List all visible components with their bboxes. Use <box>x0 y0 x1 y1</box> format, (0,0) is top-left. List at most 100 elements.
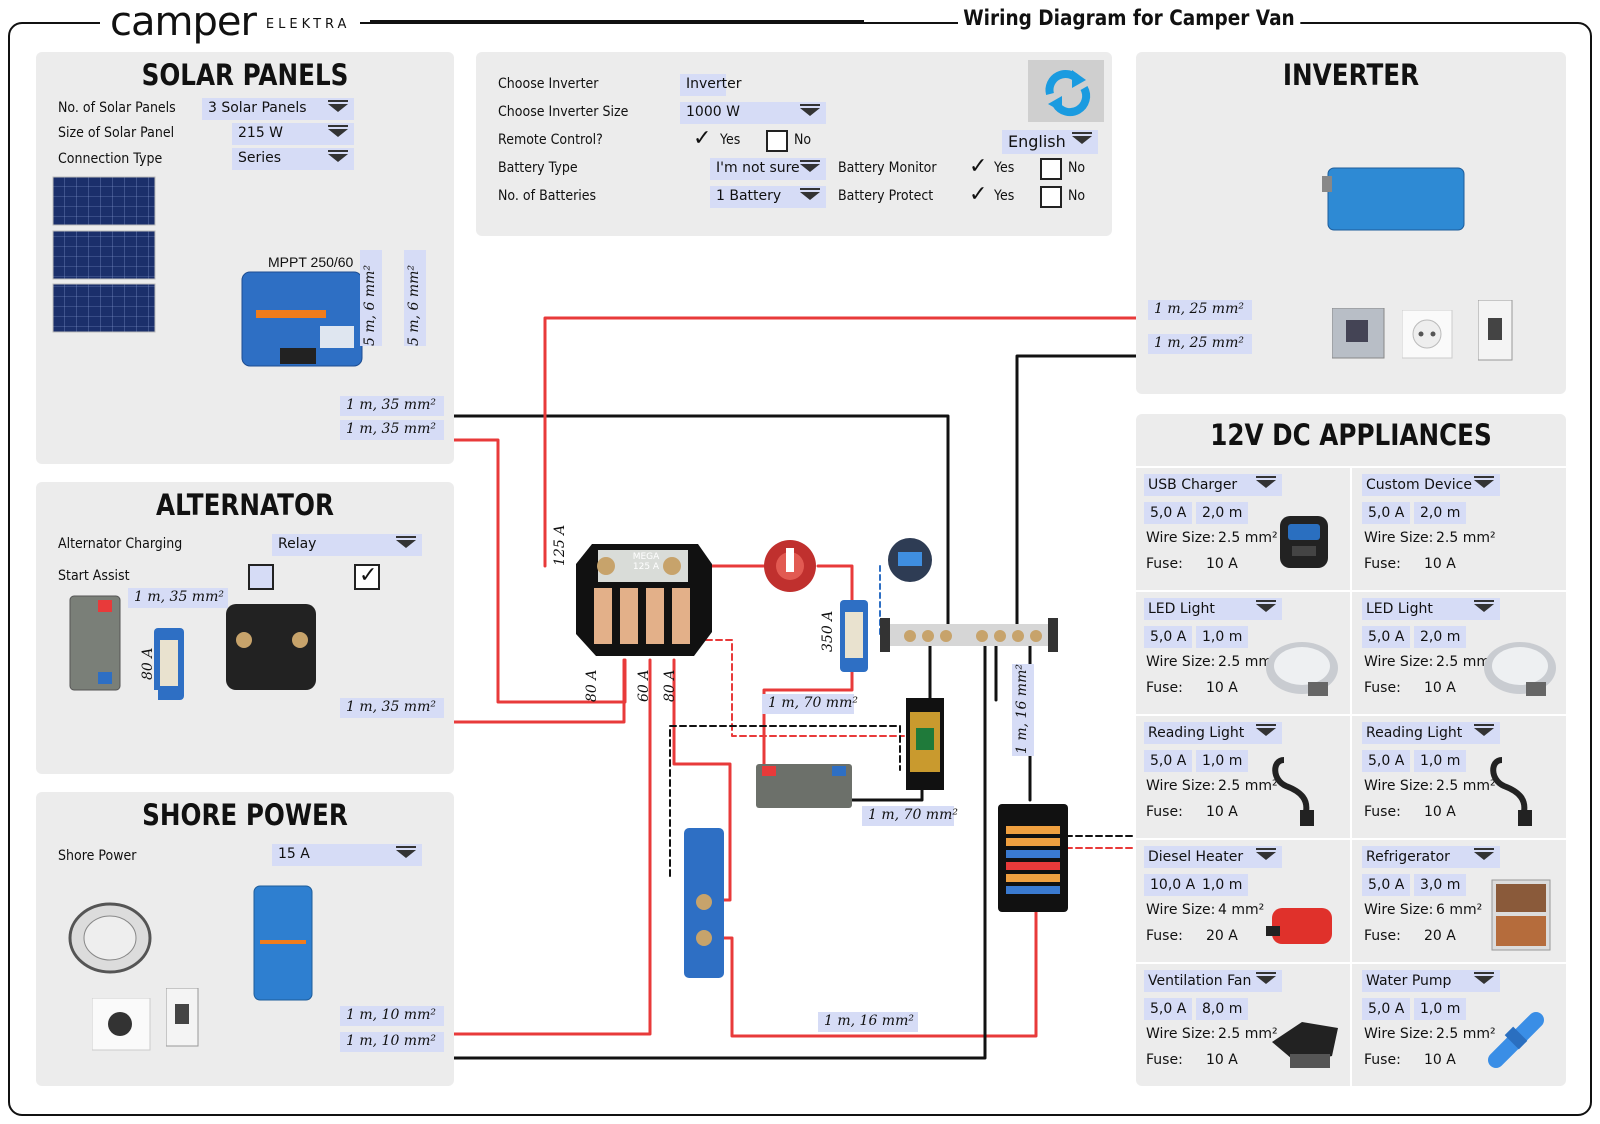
battery-monitor-no-checkbox[interactable] <box>1040 158 1062 180</box>
inverter-icon <box>1322 167 1465 231</box>
fuse-label: Fuse: <box>1364 804 1401 820</box>
connection-type-dropdown[interactable]: Series <box>232 148 354 170</box>
inverter-title: INVERTER <box>1282 58 1420 92</box>
chevron-down-icon <box>1256 972 1276 984</box>
fuse-label: Fuse: <box>1364 556 1401 572</box>
wire-size-label: Wire Size: <box>1146 530 1216 546</box>
solar-size-dropdown[interactable]: 215 W <box>232 123 354 145</box>
fuse-label: Fuse: <box>1364 680 1401 696</box>
appliance-amps[interactable]: 5,0 A <box>1144 626 1193 648</box>
appliance-length[interactable]: 2,0 m <box>1414 626 1467 648</box>
appliance-amps[interactable]: 5,0 A <box>1362 502 1411 524</box>
fuse-label: Fuse: <box>1146 804 1183 820</box>
inverter-wire-2: 1 m, 25 mm² <box>1148 334 1252 354</box>
appliance-amps[interactable]: 5,0 A <box>1362 998 1411 1020</box>
battery-protect-yes-checkbox[interactable]: ✓ <box>966 182 988 208</box>
appliance-dropdown[interactable]: Reading Light <box>1362 722 1500 744</box>
choose-inverter-value: Inverter <box>686 76 742 92</box>
appliance-wire-size: 2.5 mm² <box>1218 530 1278 546</box>
reading-light-icon <box>1490 757 1532 826</box>
appliance-wire-size: 2.5 mm² <box>1436 530 1496 546</box>
appliance-length[interactable]: 1,0 m <box>1414 998 1467 1020</box>
start-assist-checkbox-b[interactable]: ✓ <box>354 563 380 590</box>
battery-monitor-yes-checkbox[interactable]: ✓ <box>966 154 988 180</box>
connection-type-label: Connection Type <box>58 151 163 167</box>
appliance-dropdown[interactable]: LED Light <box>1362 598 1500 620</box>
battery-type-dropdown[interactable]: I'm not sure <box>710 158 826 180</box>
appliance-dropdown[interactable]: Ventilation Fan <box>1144 970 1282 992</box>
remote-control-label: Remote Control? <box>498 132 603 148</box>
remote-no-checkbox[interactable] <box>766 130 788 152</box>
inverter-size-dropdown[interactable]: 1000 W <box>680 102 826 124</box>
language-dropdown[interactable]: English <box>1002 130 1098 154</box>
appliance-name: LED Light <box>1366 601 1433 617</box>
shore-power-dropdown[interactable]: 15 A <box>272 844 422 866</box>
battery-protect-no-checkbox[interactable] <box>1040 186 1062 208</box>
logo-sub: ELEKTRA <box>265 17 351 32</box>
inverter-size-value: 1000 W <box>686 104 740 120</box>
chevron-down-icon <box>328 100 348 112</box>
appliance-amps[interactable]: 5,0 A <box>1362 626 1411 648</box>
appliance-length[interactable]: 1,0 m <box>1196 874 1249 896</box>
refresh-button[interactable] <box>1028 60 1104 122</box>
fuse-label: Fuse: <box>1146 928 1183 944</box>
appliance-fuse: 10 A <box>1424 556 1456 572</box>
appliance-amps[interactable]: 5,0 A <box>1144 502 1193 524</box>
remote-yes-label: Yes <box>720 132 741 148</box>
appliance-dropdown[interactable]: Diesel Heater <box>1144 846 1282 868</box>
battery-type-value: I'm not sure <box>716 160 800 176</box>
alternator-charging-dropdown[interactable]: Relay <box>272 534 422 556</box>
divider <box>1350 466 1352 1086</box>
appliance-dropdown[interactable]: Custom Device <box>1362 474 1500 496</box>
choose-inverter-dropdown[interactable]: Inverter <box>680 74 742 96</box>
appliance-dropdown[interactable]: Refrigerator <box>1362 846 1500 868</box>
appliance-length[interactable]: 1,0 m <box>1414 750 1467 772</box>
refrigerator-icon <box>1491 879 1551 951</box>
appliance-amps[interactable]: 5,0 A <box>1144 998 1193 1020</box>
appliance-dropdown[interactable]: Reading Light <box>1144 722 1282 744</box>
divider <box>1136 838 1566 840</box>
remote-yes-checkbox[interactable]: ✓ <box>690 126 712 152</box>
solar-wire-v1-box <box>360 250 382 346</box>
start-assist-checkbox-a[interactable] <box>248 564 274 590</box>
appliance-length[interactable]: 3,0 m <box>1414 874 1467 896</box>
solar-count-dropdown[interactable]: 3 Solar Panels <box>202 98 354 120</box>
center-wire-70b: 1 m, 70 mm² <box>862 806 958 826</box>
fuse-label: Fuse: <box>1146 556 1183 572</box>
appliance-dropdown[interactable]: LED Light <box>1144 598 1282 620</box>
solar-count-value: 3 Solar Panels <box>208 100 307 116</box>
chevron-down-icon <box>1256 600 1276 612</box>
appliance-length[interactable]: 1,0 m <box>1196 626 1249 648</box>
fuse-c-label: 80 A <box>662 669 678 702</box>
choose-inverter-label: Choose Inverter <box>498 76 599 92</box>
shore-wire-2: 1 m, 10 mm² <box>340 1032 444 1052</box>
appliance-amps[interactable]: 5,0 A <box>1362 750 1411 772</box>
appliance-amps[interactable]: 5,0 A <box>1144 750 1193 772</box>
shore-charger-icon <box>253 885 313 1001</box>
mega-fuse-block-icon <box>576 544 712 656</box>
appliance-length[interactable]: 1,0 m <box>1196 750 1249 772</box>
appliance-amps[interactable]: 10,0 A <box>1144 874 1202 896</box>
inverter-size-label: Choose Inverter Size <box>498 104 629 120</box>
appliance-dropdown[interactable]: Water Pump <box>1362 970 1500 992</box>
appliance-dropdown[interactable]: USB Charger <box>1144 474 1282 496</box>
appliance-length[interactable]: 8,0 m <box>1196 998 1249 1020</box>
usb-charger-icon <box>1280 516 1328 568</box>
wire-size-label: Wire Size: <box>1146 902 1216 918</box>
settings-panel: Choose Inverter Inverter Choose Inverter… <box>476 52 1112 236</box>
chevron-down-icon <box>396 846 416 858</box>
appliance-length[interactable]: 2,0 m <box>1196 502 1249 524</box>
appliance-length[interactable]: 2,0 m <box>1414 502 1467 524</box>
batteries-count-label: No. of Batteries <box>498 188 597 204</box>
appliance-name: Diesel Heater <box>1148 849 1244 865</box>
appliance-amps[interactable]: 5,0 A <box>1362 874 1411 896</box>
chevron-down-icon <box>328 150 348 162</box>
appliance-name: Refrigerator <box>1366 849 1450 865</box>
batteries-count-dropdown[interactable]: 1 Battery <box>710 186 826 208</box>
outer-frame <box>8 22 1592 1116</box>
wire-size-label: Wire Size: <box>1364 902 1434 918</box>
